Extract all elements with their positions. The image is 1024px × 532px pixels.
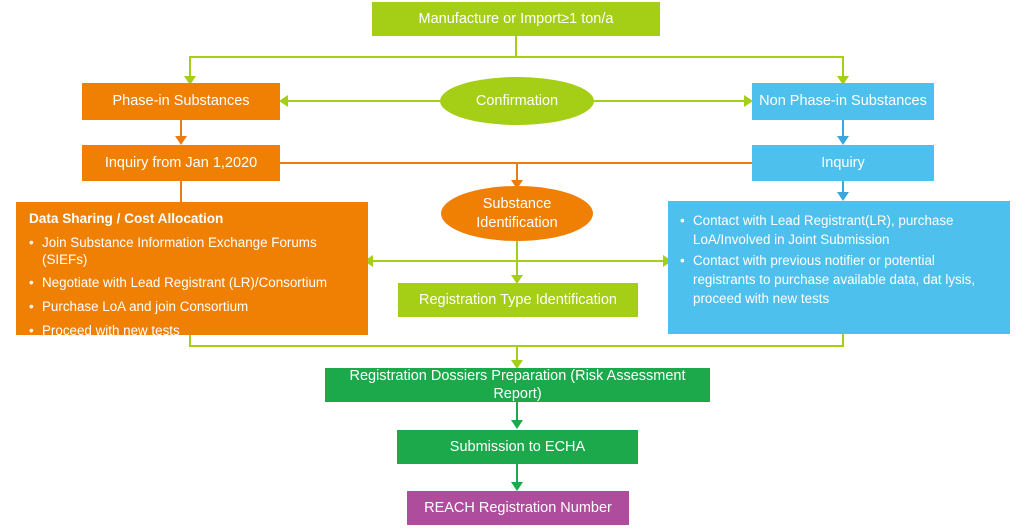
node-phase-in-substances[interactable]: Phase-in Substances <box>82 83 280 120</box>
node-reach-registration-number[interactable]: REACH Registration Number <box>407 491 629 525</box>
edge-confirm-to-nonphasein <box>592 100 750 102</box>
arrowhead-inquiry-to-contact <box>837 192 849 201</box>
arrowhead-top-to-phasein <box>184 76 196 85</box>
arrowhead-confirm-to-phasein <box>279 95 288 107</box>
arrowhead-join-to-dossier <box>511 360 523 369</box>
edge-top-to-nonphasein-drop <box>842 56 844 78</box>
list-item: Join Substance Information Exchange Foru… <box>28 235 356 269</box>
edge-inquiry-to-datasharing <box>180 181 182 203</box>
node-submission-to-echa[interactable]: Submission to ECHA <box>397 430 638 464</box>
arrowhead-subid-to-regtype <box>511 275 523 284</box>
arrowhead-confirm-to-nonphasein <box>744 95 753 107</box>
arrowhead-inquiry-to-subid <box>511 180 523 189</box>
arrowhead-submission-to-reach <box>511 482 523 491</box>
substance-identification-line1: Substance <box>482 196 552 213</box>
arrowhead-bidir-right <box>663 255 672 267</box>
edge-top-stub <box>515 35 517 58</box>
node-non-phase-in-substances[interactable]: Non Phase-in Substances <box>752 83 934 120</box>
node-contact-lead-registrant[interactable]: Contact with Lead Registrant(LR), purcha… <box>668 201 1010 334</box>
data-sharing-bullet-list: Join Substance Information Exchange Foru… <box>28 235 356 340</box>
list-item: Contact with previous notifier or potent… <box>680 251 998 308</box>
contact-bullet-list: Contact with Lead Registrant(LR), purcha… <box>680 211 998 308</box>
edge-nonphasein-to-inquiry <box>842 120 844 137</box>
edge-confirm-to-phasein <box>283 100 443 102</box>
node-inquiry-from-jan-2020[interactable]: Inquiry from Jan 1,2020 <box>82 145 280 181</box>
arrowhead-dossier-to-submission <box>511 420 523 429</box>
node-confirmation[interactable]: Confirmation <box>440 77 594 125</box>
edge-top-to-phasein-drop <box>189 56 191 78</box>
edge-sidebar-bidirectional <box>369 260 667 262</box>
arrowhead-top-to-nonphasein <box>837 76 849 85</box>
edge-dossier-to-submission <box>516 402 518 421</box>
node-manufacture-or-import[interactable]: Manufacture or Import≥1 ton/a <box>372 2 660 36</box>
edge-datasharing-drop <box>189 335 191 346</box>
node-data-sharing-cost-allocation[interactable]: Data Sharing / Cost Allocation Join Subs… <box>16 202 368 339</box>
list-item: Contact with Lead Registrant(LR), purcha… <box>680 211 998 249</box>
list-item: Proceed with new tests <box>28 323 356 340</box>
edge-inquiry-to-subid-drop <box>516 162 518 181</box>
edge-submission-to-reach <box>516 464 518 483</box>
node-substance-identification[interactable]: Substance Identification <box>441 186 593 241</box>
list-item: Purchase LoA and join Consortium <box>28 299 356 316</box>
data-sharing-heading: Data Sharing / Cost Allocation <box>29 211 224 226</box>
arrowhead-bidir-left <box>364 255 373 267</box>
substance-identification-line2: Identification <box>476 214 558 231</box>
edge-contact-drop <box>842 334 844 346</box>
arrowhead-nonphasein-to-inquiry <box>837 136 849 145</box>
edge-inquiry-to-contact <box>842 181 844 194</box>
edge-subid-to-regtype <box>516 241 518 277</box>
node-registration-type-identification[interactable]: Registration Type Identification <box>398 283 638 317</box>
node-registration-dossiers-preparation[interactable]: Registration Dossiers Preparation (Risk … <box>325 368 710 402</box>
node-inquiry[interactable]: Inquiry <box>752 145 934 181</box>
list-item: Negotiate with Lead Registrant (LR)/Cons… <box>28 275 356 292</box>
arrowhead-phasein-to-inquiry <box>175 136 187 145</box>
edge-phasein-to-inquiry <box>180 120 182 137</box>
edge-top-split-bar <box>189 56 844 58</box>
edge-join-to-dossier <box>516 345 518 362</box>
